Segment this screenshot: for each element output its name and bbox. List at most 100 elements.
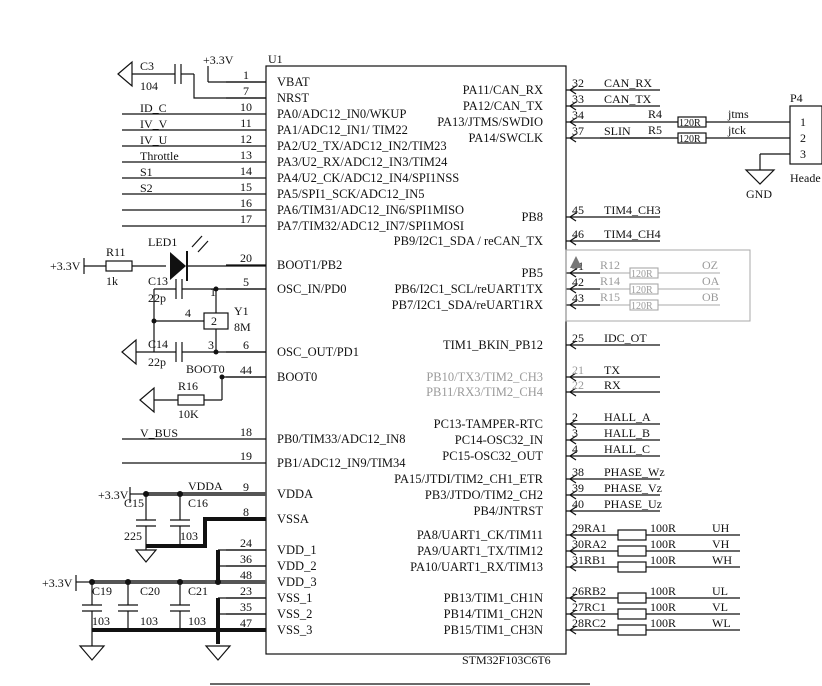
net-label: RC1 — [584, 600, 606, 614]
pin-number: 14 — [240, 164, 252, 178]
c14-value: 22p — [148, 355, 166, 369]
pin-name: PA12/CAN_TX — [463, 99, 543, 113]
pin-name: TIM1_BKIN_PB12 — [443, 338, 543, 352]
c20-ref: C20 — [140, 584, 160, 598]
left-net-line: S1 — [122, 165, 226, 179]
pin-name: PA13/JTMS/SWDIO — [437, 115, 543, 129]
net-label: CAN_TX — [604, 92, 652, 106]
y1-pin-3: 3 — [208, 338, 214, 352]
r11-value: 1k — [106, 274, 118, 288]
gnd-label: GND — [746, 187, 772, 201]
pin-number: 44 — [240, 363, 252, 377]
c15-value: 225 — [124, 529, 142, 543]
pin-name: PB4/JNTRST — [474, 504, 544, 518]
c13-ref: C13 — [148, 274, 168, 288]
left-net-line: S2 — [122, 181, 226, 195]
pin-name: PB11/RX3/TIM2_CH4 — [426, 385, 544, 399]
pin-name: VDD_3 — [277, 575, 317, 589]
pin-number: 47 — [240, 616, 252, 630]
net-label: SLIN — [604, 124, 631, 138]
net-label: RA2 — [584, 537, 607, 551]
y1-value: 8M — [234, 320, 251, 334]
pin-number: 5 — [243, 275, 249, 289]
net-label: HALL_B — [604, 426, 650, 440]
pin-name: PA1/ADC12_IN1/ TIM22 — [277, 123, 408, 137]
net-label: S1 — [140, 165, 153, 179]
oa-net: OA — [702, 274, 720, 288]
pin-name: PC15-OSC32_OUT — [442, 449, 543, 463]
net-label: PHASE_Vz — [604, 481, 662, 495]
pin-number: 21 — [572, 363, 584, 377]
pin-name: PB7/I2C1_SDA/reUART1RX — [392, 298, 543, 312]
y1-pin-2: 2 — [211, 314, 217, 328]
p4-pin-2: 2 — [800, 131, 806, 145]
pin-name: VBAT — [277, 75, 310, 89]
pin-number: 26 — [572, 584, 584, 598]
pin-name: PC13-TAMPER-RTC — [434, 417, 543, 431]
resistor-value: 100R — [650, 584, 676, 598]
pin-number: 7 — [243, 84, 249, 98]
pin-number: 2 — [572, 410, 578, 424]
net-label: IV_U — [140, 133, 168, 147]
c16-ref: C16 — [188, 496, 208, 510]
pin-number: 8 — [243, 505, 249, 519]
c3-capacitor: C3 104 +3.3V — [117, 53, 266, 99]
pin-name: PB6/I2C1_SCL/reUART1TX — [394, 282, 543, 296]
pin-number: 43 — [572, 291, 584, 305]
net-label: HALL_A — [604, 410, 651, 424]
resistor-value: 100R — [650, 537, 676, 551]
pin-number: 35 — [240, 600, 252, 614]
pin-number: 23 — [240, 584, 252, 598]
y1-pin-4: 4 — [185, 306, 191, 320]
resistor-value: 100R — [650, 616, 676, 630]
pin-number: 40 — [572, 497, 584, 511]
r11-ref: R11 — [106, 245, 126, 259]
pin-name: PB3/JTDO/TIM2_CH2 — [425, 488, 543, 502]
net-label: RB2 — [584, 584, 606, 598]
pin-name: PA15/JTDI/TIM2_CH1_ETR — [394, 472, 544, 486]
vdd-decoupling: +3.3V C19 103 C20 103 C21 103 — [42, 549, 266, 661]
net-label: HALL_C — [604, 442, 650, 456]
net-label: TIM4_CH3 — [604, 203, 661, 217]
disabled-output-block: R12 R14 R15 120R 120R 120R OZ OA OB — [565, 249, 751, 322]
pin-name: VDD_2 — [277, 559, 317, 573]
c3-value: 104 — [140, 79, 158, 93]
r14-value: 120R — [631, 285, 653, 296]
jtms-net: jtms — [727, 107, 749, 121]
left-net-line: IV_V — [122, 117, 226, 131]
vdda-label: VDDA — [188, 479, 223, 493]
r14-ref: R14 — [600, 274, 620, 288]
pin-name: PA14/SWCLK — [468, 131, 543, 145]
net-label: ID_C — [140, 101, 167, 115]
pin-name: PB0/TIM33/ADC12_IN8 — [277, 432, 405, 446]
net-label: RC2 — [584, 616, 606, 630]
left-net-line: Throttle — [122, 149, 226, 163]
r5-value: 120R — [679, 134, 701, 145]
net-label: PHASE_Uz — [604, 497, 662, 511]
net-label: IV_V — [140, 117, 168, 131]
pin-name: BOOT0 — [277, 370, 317, 384]
r5-ref: R5 — [648, 123, 662, 137]
pin-name: VDDA — [277, 487, 313, 501]
resistor-value: 100R — [650, 521, 676, 535]
